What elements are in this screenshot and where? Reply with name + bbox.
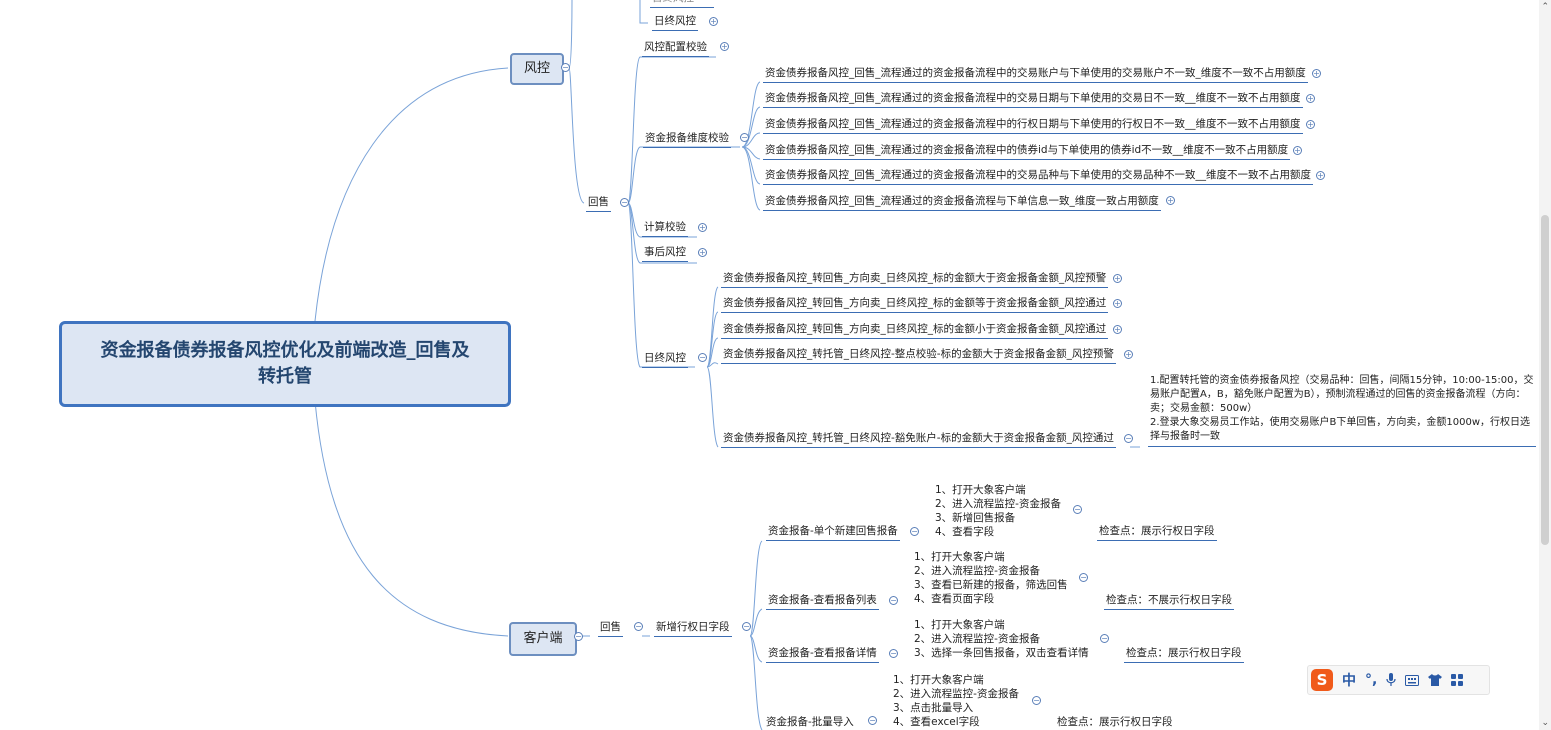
- case-name[interactable]: 资金报备-查看报备详情: [766, 647, 879, 663]
- collapse-icon[interactable]: −: [1073, 505, 1082, 514]
- weidu-item[interactable]: 资金债券报备风控_回售_流程通过的资金报备流程中的交易品种与下单使用的交易品种不…: [763, 169, 1313, 185]
- rizhong-item[interactable]: 资金债券报备风控_转回售_方向卖_日终风控_标的金额小于资金报备金额_风控通过: [721, 323, 1109, 339]
- mic-icon[interactable]: [1386, 673, 1396, 687]
- root-topic[interactable]: 资金报备债券报备风控优化及前端改造_回售及转托管: [59, 321, 511, 407]
- expand-icon[interactable]: +: [1124, 350, 1133, 359]
- scrollbar-thumb[interactable]: [1541, 215, 1549, 545]
- node-shihou[interactable]: 事后风控: [642, 246, 688, 262]
- expand-icon[interactable]: +: [1113, 299, 1122, 308]
- weidu-item[interactable]: 资金债券报备风控_回售_流程通过的资金报备流程中的行权日期与下单使用的行权日不一…: [763, 118, 1303, 134]
- case-steps[interactable]: 1、打开大象客户端 2、进入流程监控-资金报备 3、查看已新建的报备，筛选回售 …: [914, 551, 1068, 605]
- root-title-line2: 转托管: [258, 366, 312, 387]
- case-name[interactable]: 资金报备-批量导入: [766, 716, 854, 728]
- vertical-scrollbar[interactable]: ⌃ ⌄: [1539, 0, 1551, 730]
- case-check[interactable]: 检查点：展示行权日字段: [1057, 716, 1173, 728]
- collapse-icon[interactable]: −: [742, 622, 751, 631]
- expand-icon[interactable]: +: [1306, 94, 1315, 103]
- node-kh-huishou[interactable]: 回售: [598, 621, 623, 637]
- node-weidu[interactable]: 资金报备维度校验: [643, 132, 731, 148]
- expand-icon[interactable]: +: [698, 248, 707, 257]
- case-name[interactable]: 资金报备-单个新建回售报备: [766, 525, 900, 541]
- node-kehuduan[interactable]: 客户端: [509, 622, 577, 656]
- weidu-item[interactable]: 资金债券报备风控_回售_流程通过的资金报备流程中的交易日期与下单使用的交易日不一…: [763, 92, 1303, 108]
- weidu-item[interactable]: 资金债券报备风控_回售_流程通过的资金报备流程与下单信息一致_维度一致占用额度: [763, 195, 1161, 211]
- weidu-item[interactable]: 资金债券报备风控_回售_流程通过的资金报备流程中的债券id与下单使用的债券id不…: [763, 144, 1291, 160]
- case-check[interactable]: 检查点：展示行权日字段: [1124, 647, 1244, 663]
- ime-lang-toggle[interactable]: 中: [1342, 673, 1356, 689]
- expand-icon[interactable]: +: [1293, 146, 1302, 155]
- case-steps[interactable]: 1、打开大象客户端 2、进入流程监控-资金报备 3、新增回售报备 4、查看字段: [935, 484, 1061, 538]
- collapse-icon[interactable]: −: [574, 632, 583, 641]
- node-fengkong[interactable]: 风控: [510, 53, 564, 85]
- case-check[interactable]: 检查点：不展示行权日字段: [1104, 594, 1234, 610]
- rizhong-item[interactable]: 资金债券报备风控_转回售_方向卖_日终风控_标的金额等于资金报备金额_风控通过: [721, 297, 1109, 313]
- root-title-line1: 资金报备债券报备风控优化及前端改造_回售及: [100, 340, 470, 361]
- collapse-icon[interactable]: −: [889, 596, 898, 605]
- collapse-icon[interactable]: −: [1124, 434, 1133, 443]
- collapse-icon[interactable]: −: [620, 198, 629, 207]
- collapse-icon[interactable]: −: [634, 622, 643, 631]
- expand-icon[interactable]: +: [720, 42, 729, 51]
- collapse-icon[interactable]: −: [868, 716, 877, 725]
- collapse-icon[interactable]: −: [889, 649, 898, 658]
- scroll-down-icon[interactable]: ⌄: [1541, 718, 1549, 728]
- link-root-fengkong: [314, 67, 509, 322]
- sogou-logo-icon[interactable]: S: [1311, 669, 1333, 691]
- expand-icon[interactable]: +: [698, 223, 707, 232]
- expand-icon[interactable]: +: [1113, 274, 1122, 283]
- case-check[interactable]: 检查点：展示行权日字段: [1097, 525, 1217, 541]
- node-rizhong-top[interactable]: 日终风控: [652, 15, 698, 31]
- case-name[interactable]: 资金报备-查看报备列表: [766, 594, 879, 610]
- ime-toolbar[interactable]: S 中 °,: [1307, 665, 1490, 695]
- scroll-up-icon[interactable]: ⌃: [1541, 2, 1549, 12]
- shirt-icon[interactable]: [1428, 674, 1443, 686]
- node-peizhi[interactable]: 风控配置校验: [642, 41, 709, 57]
- node-partial-top[interactable]: 日终风控: [650, 0, 714, 8]
- expand-icon[interactable]: +: [1113, 325, 1122, 334]
- expand-icon[interactable]: +: [1316, 171, 1325, 180]
- node-jisuan[interactable]: 计算校验: [642, 221, 688, 237]
- expand-icon[interactable]: +: [709, 17, 718, 26]
- rizhong-detail[interactable]: 1.配置转托管的资金债券报备风控（交易品种：回售，间隔15分钟，10:00-15…: [1148, 374, 1536, 447]
- collapse-icon[interactable]: −: [1032, 696, 1041, 705]
- node-huishou[interactable]: 回售: [586, 196, 611, 212]
- collapse-icon[interactable]: −: [1079, 573, 1088, 582]
- expand-icon[interactable]: +: [1312, 69, 1321, 78]
- keyboard-icon[interactable]: [1405, 674, 1420, 686]
- grid-icon[interactable]: [1451, 674, 1464, 686]
- rizhong-item[interactable]: 资金债券报备风控_转托管_日终风控-豁免账户-标的金额大于资金报备金额_风控通过: [721, 432, 1116, 448]
- node-xinzeng[interactable]: 新增行权日字段: [654, 621, 732, 637]
- rizhong-item[interactable]: 资金债券报备风控_转托管_日终风控-整点校验-标的金额大于资金报备金额_风控预警: [721, 348, 1116, 364]
- collapse-icon[interactable]: −: [561, 63, 570, 72]
- rizhong-item[interactable]: 资金债券报备风控_转回售_方向卖_日终风控_标的金额大于资金报备金额_风控预警: [721, 272, 1109, 288]
- case-steps[interactable]: 1、打开大象客户端 2、进入流程监控-资金报备 3、选择一条回售报备，双击查看详…: [914, 619, 1089, 659]
- node-rizhong[interactable]: 日终风控: [642, 352, 688, 368]
- case-steps[interactable]: 1、打开大象客户端 2、进入流程监控-资金报备 3、点击批量导入 4、查看exc…: [893, 674, 1019, 728]
- expand-icon[interactable]: +: [1306, 120, 1315, 129]
- collapse-icon[interactable]: −: [740, 133, 749, 142]
- weidu-item[interactable]: 资金债券报备风控_回售_流程通过的资金报备流程中的交易账户与下单使用的交易账户不…: [763, 67, 1308, 83]
- ime-punct-toggle[interactable]: °,: [1365, 672, 1378, 688]
- collapse-icon[interactable]: −: [910, 527, 919, 536]
- expand-icon[interactable]: +: [1166, 196, 1175, 205]
- collapse-icon[interactable]: −: [698, 353, 707, 362]
- collapse-icon[interactable]: −: [1100, 634, 1109, 643]
- link-root-kehuduan: [314, 400, 509, 637]
